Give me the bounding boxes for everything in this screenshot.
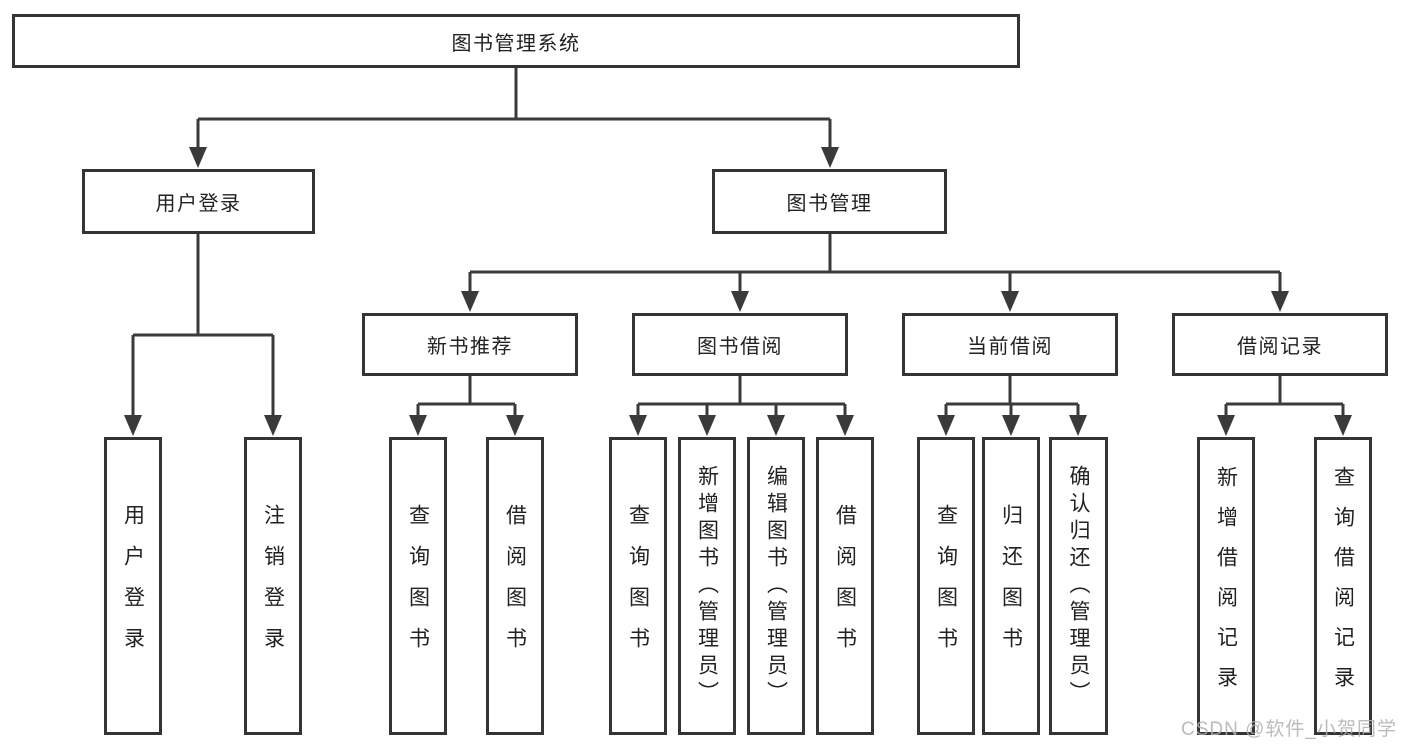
leaf-query-books-current: 查询图书 [917,437,975,735]
leaf-edit-books-admin: 编辑图书（管理员） [747,437,805,735]
leaf-return-books: 归还图书 [982,437,1040,735]
node-label: 新增图书（管理员） [695,464,719,708]
leaf-query-books-recommend: 查询图书 [389,437,447,735]
node-label: 用户登录 [121,504,145,668]
leaf-add-borrow-record: 新增借阅记录 [1197,437,1255,735]
node-label: 借阅图书 [833,504,857,668]
watermark: CSDN @软件_小贺同学 [1181,719,1397,740]
leaf-user-login: 用户登录 [104,437,162,735]
connector-path [131,67,1345,418]
node-library-management-system: 图书管理系统 [12,14,1020,68]
leaf-logout: 注销登录 [244,437,302,735]
node-label: 编辑图书（管理员） [764,464,788,708]
node-label: 新增借阅记录 [1214,466,1238,706]
node-label: 确认归还（管理员） [1067,464,1090,708]
node-label: 用户登录 [155,193,242,215]
node-label: 查询图书 [626,504,650,668]
node-user-login: 用户登录 [82,169,315,234]
leaf-query-books-borrowing: 查询图书 [609,437,667,735]
node-label: 借阅图书 [503,504,527,668]
node-label: 图书管理系统 [451,32,581,55]
node-label: 新书推荐 [427,336,513,358]
leaf-add-books-admin: 新增图书（管理员） [678,437,736,735]
leaf-borrow-books-recommend: 借阅图书 [486,437,544,735]
node-new-book-recommend: 新书推荐 [362,313,578,376]
node-label: 查询图书 [406,504,430,668]
node-label: 查询借阅记录 [1331,466,1355,706]
node-label: 查询图书 [934,504,958,668]
leaf-query-borrow-record: 查询借阅记录 [1314,437,1372,735]
arrowheads [124,147,1352,436]
node-book-borrowing: 图书借阅 [632,313,848,376]
node-label: 借阅记录 [1237,336,1323,358]
node-label: 注销登录 [261,504,285,668]
node-label: 图书管理 [786,193,873,215]
leaf-borrow-books: 借阅图书 [816,437,874,735]
node-label: 图书借阅 [697,336,783,358]
node-book-management: 图书管理 [712,169,947,234]
leaf-confirm-return-admin: 确认归还（管理员） [1049,437,1108,735]
node-label: 当前借阅 [967,336,1053,358]
node-label: 归还图书 [999,504,1023,668]
node-borrowing-records: 借阅记录 [1172,313,1388,376]
node-current-borrowing: 当前借阅 [902,313,1118,376]
